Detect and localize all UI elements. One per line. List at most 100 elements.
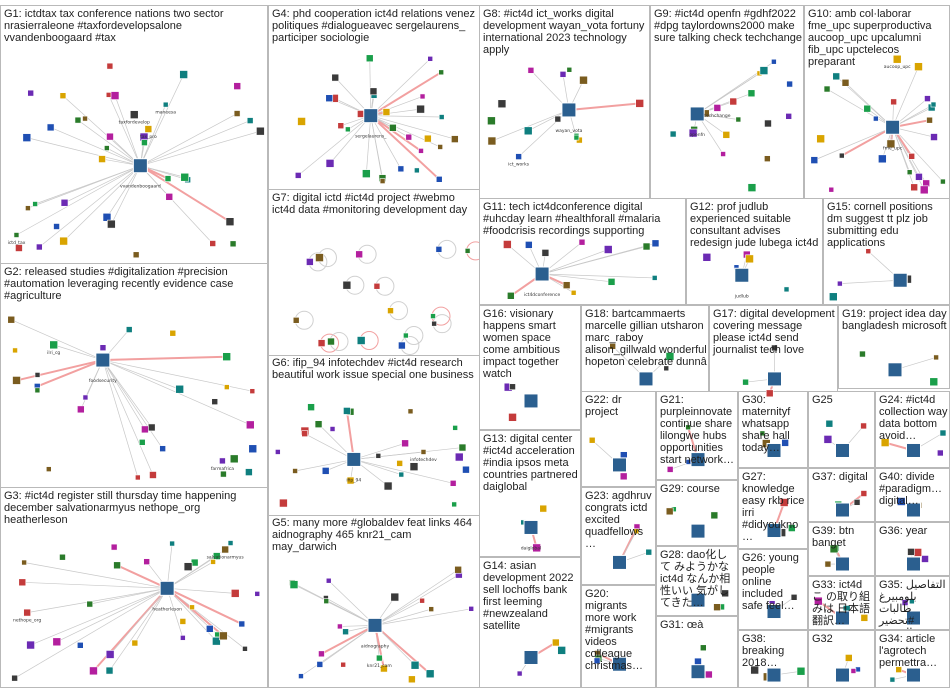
group-graph-drawing	[690, 644, 713, 680]
node-label: judlub	[734, 293, 749, 299]
group-graph-drawing	[609, 343, 675, 387]
graph-node	[619, 472, 628, 481]
graph-node	[764, 119, 772, 128]
group-label: G18: bartcammaerts marcelle gillian utsh…	[585, 308, 707, 368]
group-graph-drawing: vvandenboogaardmaneesataxfordevelopictd_…	[8, 62, 265, 259]
graph-node	[164, 175, 172, 182]
graph-node	[389, 123, 397, 132]
graph-node	[59, 236, 68, 246]
graph-node	[345, 126, 351, 133]
graph-node	[379, 178, 386, 184]
graph-node	[98, 155, 106, 163]
graph-node	[149, 471, 157, 479]
graph-node	[929, 377, 939, 387]
graph-node	[219, 457, 226, 465]
graph-node	[669, 130, 677, 138]
graph-edge	[166, 587, 243, 625]
graph-node	[878, 154, 887, 164]
hub-node	[734, 267, 750, 283]
hub-node	[612, 554, 627, 570]
graph-node	[60, 198, 69, 207]
graph-edge	[370, 108, 421, 116]
graph-node	[343, 407, 351, 415]
hub-node	[159, 580, 175, 596]
graph-edge	[36, 359, 104, 388]
graph-node	[839, 152, 845, 159]
graph-node	[921, 555, 929, 563]
graph-node	[713, 603, 721, 611]
group-label: G37: digital	[812, 471, 868, 483]
graph-edge	[542, 242, 656, 275]
graph-node	[651, 275, 658, 281]
group-label: G39: btn banget	[812, 525, 855, 549]
graph-node	[525, 241, 533, 249]
graph-edge	[22, 581, 168, 589]
graph-node	[74, 116, 82, 124]
graph-edge	[826, 88, 893, 128]
group-label: G23: agdhruv congrats ictd excited quadf…	[585, 490, 652, 550]
graph-node	[15, 244, 23, 252]
graph-node	[104, 145, 110, 151]
graph-edge	[167, 587, 236, 594]
graph-node	[106, 62, 114, 70]
graph-edge	[11, 319, 103, 361]
graph-node	[129, 110, 139, 119]
graph-node	[180, 172, 190, 182]
graph-node	[132, 251, 140, 259]
graph-node	[635, 99, 645, 108]
graph-node	[82, 115, 88, 122]
graph-edge	[370, 96, 423, 116]
group-g39: G39: btn banget	[808, 522, 875, 576]
group-g24: G24: #ict4d collection way data bottom a…	[875, 391, 950, 468]
graph-node	[914, 62, 923, 71]
node-label: fme_upc	[883, 145, 903, 151]
graph-edge	[841, 126, 894, 157]
graph-edge	[53, 344, 103, 361]
group-graph-drawing	[906, 548, 929, 572]
hub-node	[906, 667, 921, 683]
group-graph-drawing	[889, 666, 921, 683]
group-g38: G38: breaking 2018…	[738, 630, 808, 688]
group-graph-drawing	[750, 665, 806, 683]
graph-node	[919, 185, 929, 195]
graph-node	[424, 134, 432, 143]
graph-node	[314, 420, 323, 428]
graph-node	[745, 254, 754, 264]
graph-node	[503, 240, 512, 249]
graph-node	[823, 85, 831, 93]
graph-node	[396, 460, 403, 467]
graph-edge	[26, 137, 141, 167]
graph-edge	[370, 114, 440, 181]
graph-node	[810, 156, 819, 164]
node-label: taxfordevelop	[119, 120, 150, 126]
graph-edge	[134, 588, 168, 644]
graph-edge	[27, 587, 168, 613]
group-g23: G23: agdhruv congrats ictd excited quadf…	[581, 487, 656, 585]
graph-edge	[102, 359, 139, 478]
graph-node	[369, 87, 378, 96]
graph-node	[933, 354, 939, 361]
graph-node	[915, 173, 923, 181]
graph-edge	[320, 624, 376, 655]
graph-node	[356, 336, 366, 345]
node-label: foodsecurity	[89, 378, 117, 384]
node-label: vvandenboogaard	[120, 184, 161, 190]
graph-edge	[326, 600, 376, 626]
graph-node	[32, 201, 38, 207]
graph-edge	[64, 165, 141, 204]
graph-node	[298, 673, 304, 679]
graph-edge	[370, 115, 383, 182]
group-g32: G32	[808, 630, 875, 688]
graph-node	[147, 423, 156, 432]
graph-node	[26, 640, 35, 650]
graph-node	[397, 165, 405, 173]
graph-edge	[491, 109, 570, 142]
graph-node	[12, 347, 18, 354]
graph-node	[307, 403, 315, 411]
